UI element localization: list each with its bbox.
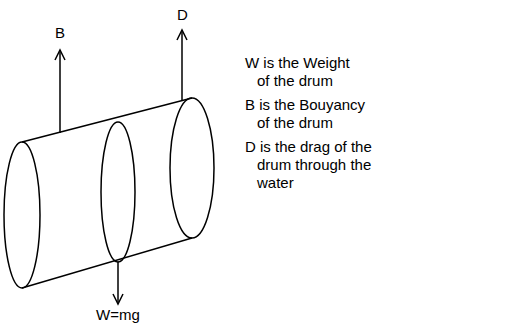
legend-note: B is the Bouyancy of the drum [245,96,369,132]
drag-arrow [181,32,183,100]
drum-middle-ring [101,122,135,262]
drag-arrowhead [177,30,187,40]
buoyancy-arrow [59,52,61,133]
force-label: D [177,6,188,24]
drum-top-edge [22,98,192,142]
force-label: W=mg [96,306,140,324]
force-label: B [55,24,65,42]
weight-arrow [117,262,119,302]
drum-left-end [4,142,40,288]
buoyancy-arrowhead [55,50,65,60]
weight-arrowhead [113,294,123,304]
legend-note: W is the Weight of the drum [245,54,353,90]
drum-right-end [170,98,214,238]
legend-note: D is the drag of the drum through the wa… [245,138,375,192]
